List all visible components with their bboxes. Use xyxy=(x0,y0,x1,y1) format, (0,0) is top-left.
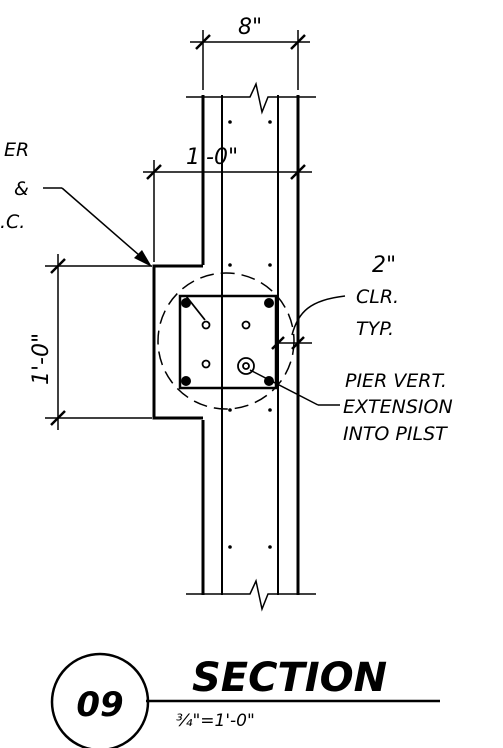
clearance-note-line-1: 2" xyxy=(372,253,396,278)
leader-left-arrowhead xyxy=(134,250,152,267)
dim-clearance xyxy=(271,295,346,350)
base-plate xyxy=(178,294,278,390)
pier-note-line-3: INTO PILST xyxy=(343,423,448,445)
clearance-note-line-3: TYP. xyxy=(356,318,394,340)
pier-note-line-2: EXTENSION xyxy=(343,396,453,418)
dim-pilaster-depth xyxy=(45,254,152,430)
wall xyxy=(186,81,316,612)
pier-note-line-1: PIER VERT. xyxy=(345,370,447,392)
dashed-circle xyxy=(157,272,295,410)
left-note-line-2: & xyxy=(14,178,29,200)
anchor-bolts xyxy=(181,298,274,386)
wall-dots xyxy=(228,120,272,549)
left-note-line-1: ER xyxy=(4,139,29,161)
dim-wall-width-label: 8" xyxy=(238,15,262,40)
top-break-line xyxy=(186,81,316,115)
bottom-break-line xyxy=(186,578,316,612)
detail-number: 09 xyxy=(76,685,123,725)
detail-title: SECTION xyxy=(192,655,387,701)
plate-diagonal xyxy=(185,295,206,321)
leader-pier-note xyxy=(249,369,340,406)
clearance-note-line-2: CLR. xyxy=(356,286,399,308)
detail-scale: ¾"=1'-0" xyxy=(176,711,255,731)
dim-pilaster-width xyxy=(143,160,312,262)
rebar-holes xyxy=(201,320,255,375)
pilaster-outline xyxy=(152,264,203,420)
dim-pilaster-depth-label: 1'-0" xyxy=(29,333,54,385)
dim-wall-width xyxy=(190,30,310,90)
dim-pilaster-width-label: 1'-0" xyxy=(186,145,238,170)
leader-left-note xyxy=(43,187,148,263)
left-note-line-3: .C. xyxy=(0,211,25,233)
